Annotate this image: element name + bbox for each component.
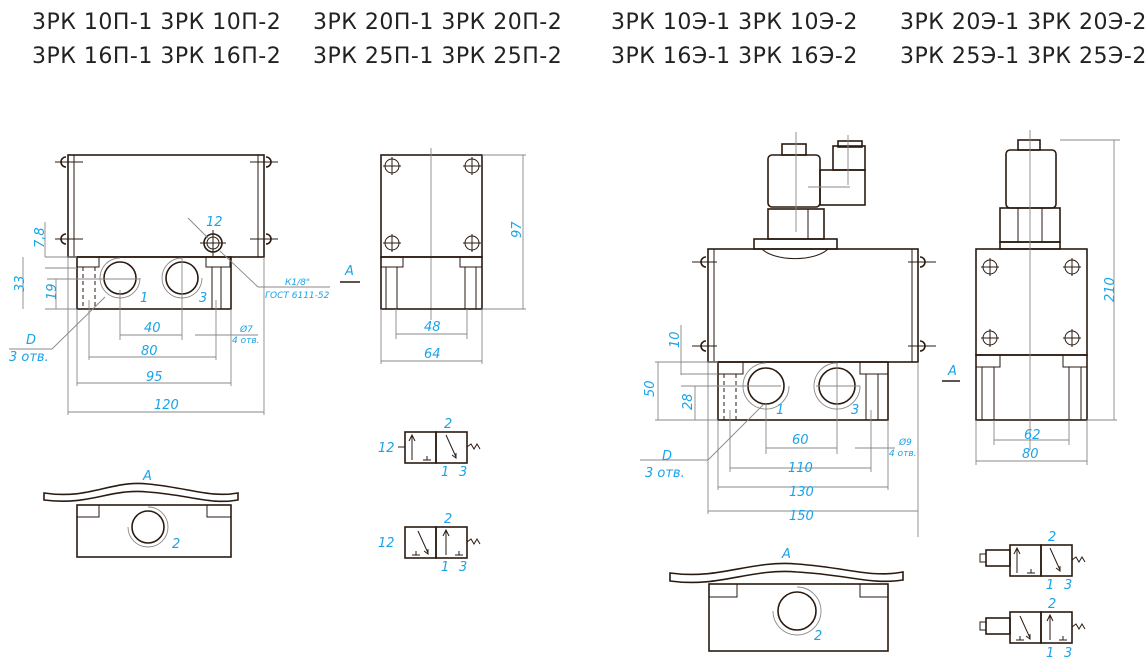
sym2-port-12: 12 — [378, 536, 395, 551]
side-dim-62: 62 — [1024, 428, 1041, 443]
dim-120: 120 — [154, 398, 179, 413]
title-e2-line2: 3РК 25Э-1 3РК 25Э-2 — [900, 44, 1146, 69]
dia-7: Ø7 — [239, 324, 253, 335]
dim-110: 110 — [788, 461, 813, 476]
sym1-port-2: 2 — [1048, 530, 1056, 545]
title-e-line2: 3РК 16Э-1 3РК 16Э-2 — [611, 44, 858, 69]
dia-9: Ø9 — [898, 437, 912, 448]
dim-33: 33 — [13, 275, 28, 292]
dia-7-holes: 4 отв. — [232, 336, 260, 346]
sym1-port-12: 12 — [378, 441, 395, 456]
sym1-port-1: 1 — [1046, 578, 1054, 593]
bottom-view-a-label: А — [781, 547, 791, 562]
sym1-port-1: 1 — [441, 465, 449, 480]
dim-130: 130 — [789, 485, 814, 500]
solenoid-valve-side-view: 210 62 80 — [975, 130, 1120, 465]
d-label: D — [662, 449, 672, 464]
dim-40: 40 — [144, 321, 161, 336]
title-e2-line1: 3РК 20Э-1 3РК 20Э-2 — [900, 10, 1146, 35]
valve-symbol-normally-closed: 12 2 1 3 — [378, 417, 481, 480]
side-dim-97: 97 — [510, 221, 525, 238]
sym2-port-2: 2 — [1048, 597, 1056, 612]
dim-10: 10 — [668, 331, 683, 348]
bottom-view-a-label: А — [142, 469, 152, 484]
title-p2-line2: 3РК 25П-1 3РК 25П-2 — [313, 44, 563, 69]
title-e-line1: 3РК 10Э-1 3РК 10Э-2 — [611, 10, 858, 35]
port-3-label: 3 — [199, 291, 207, 306]
bottom-port-2-label: 2 — [172, 537, 180, 552]
sym2-port-3: 3 — [459, 560, 467, 575]
side-dim-80: 80 — [1022, 447, 1039, 462]
sym2-port-2: 2 — [444, 512, 452, 527]
dim-150: 150 — [789, 509, 814, 524]
sym1-port-2: 2 — [444, 417, 452, 432]
solenoid-valve-view-a: А 2 — [669, 547, 904, 652]
d-holes-label: 3 отв. — [9, 350, 49, 365]
dia-9-holes: 4 отв. — [889, 449, 917, 459]
solenoid-symbol-normally-closed: 2 1 3 — [979, 530, 1086, 593]
port-3-label: 3 — [851, 403, 859, 418]
dim-19: 19 — [45, 283, 60, 300]
title-p2-line1: 3РК 20П-1 3РК 20П-2 — [313, 10, 563, 35]
title-p-line2: 3РК 16П-1 3РК 16П-2 — [32, 44, 282, 69]
solenoid-valve-front-view: 10 50 28 1 3 D 3 отв. 60 110 130 150 Ø9 … — [640, 132, 960, 537]
dim-7-8: 7,8 — [33, 227, 48, 248]
d-label: D — [26, 333, 36, 348]
solenoid-symbol-normally-open: 2 1 3 — [979, 597, 1086, 661]
thread-label: К1/8" — [285, 278, 310, 288]
dim-95: 95 — [146, 370, 163, 385]
pneumatic-valve-front-view: 7,8 33 19 12 К1/8" ГОСТ 6111-52 А 1 3 D … — [9, 154, 360, 415]
view-a-label: А — [947, 364, 957, 379]
port-12-label: 12 — [206, 215, 223, 230]
pneumatic-valve-side-view: 97 48 64 — [380, 148, 526, 364]
valve-symbol-normally-open: 12 2 1 3 — [378, 512, 481, 575]
sym2-port-1: 1 — [441, 560, 449, 575]
side-dim-210: 210 — [1103, 277, 1118, 302]
view-a-label: А — [344, 264, 354, 279]
dim-60: 60 — [792, 433, 809, 448]
side-dim-48: 48 — [424, 320, 441, 335]
sym1-port-3: 3 — [1064, 578, 1072, 593]
pneumatic-valve-view-a: А 2 — [43, 469, 239, 558]
port-1-label: 1 — [140, 291, 148, 306]
dim-50: 50 — [643, 380, 658, 397]
sym1-port-3: 3 — [459, 465, 467, 480]
side-dim-64: 64 — [424, 347, 441, 362]
title-p-line1: 3РК 10П-1 3РК 10П-2 — [32, 10, 282, 35]
port-1-label: 1 — [776, 403, 784, 418]
sym2-port-1: 1 — [1046, 646, 1054, 661]
d-holes-label: 3 отв. — [645, 466, 685, 481]
bottom-port-2-label: 2 — [814, 629, 822, 644]
gost-label: ГОСТ 6111-52 — [265, 291, 330, 301]
dim-80: 80 — [141, 344, 158, 359]
dim-28: 28 — [681, 393, 696, 410]
sym2-port-3: 3 — [1064, 646, 1072, 661]
